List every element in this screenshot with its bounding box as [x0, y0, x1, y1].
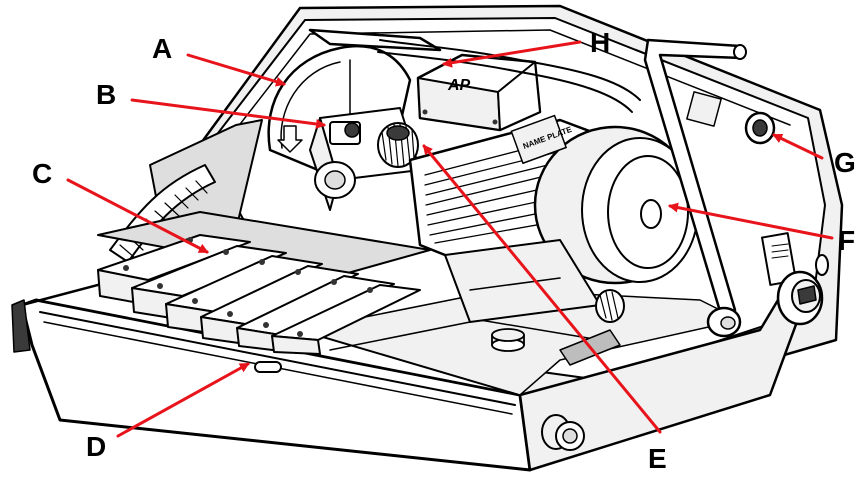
label-A: A — [152, 33, 172, 64]
motor: AP NAME PLATE — [408, 53, 699, 323]
right-panel — [686, 91, 829, 326]
callout-labels: A B C D E F G H — [32, 27, 856, 474]
fan-grille — [607, 155, 689, 269]
front-button[interactable] — [541, 414, 585, 451]
arrow-B — [130, 98, 326, 129]
name-plate: NAME PLATE — [510, 114, 574, 164]
terminal-box: AP — [416, 53, 542, 132]
label-H: H — [590, 27, 610, 58]
label-B: B — [96, 79, 116, 110]
arrow-E — [422, 144, 662, 434]
floor-post — [491, 328, 525, 352]
clamp-blocks — [97, 211, 431, 355]
label-G: G — [834, 147, 856, 178]
label-E: E — [648, 443, 667, 474]
label-C: C — [32, 158, 52, 189]
arrow-H — [442, 40, 582, 68]
arrow-A — [186, 53, 286, 87]
arrow-D — [116, 362, 250, 438]
label-D: D — [86, 431, 106, 462]
side-port — [744, 111, 776, 145]
coupling — [595, 289, 625, 323]
rotary-switch[interactable] — [761, 232, 824, 326]
motor-logo: AP — [447, 77, 471, 94]
lock-knob[interactable] — [329, 121, 361, 145]
arrow-C — [66, 178, 209, 254]
arrow-F — [668, 202, 834, 240]
label-F: F — [838, 225, 855, 256]
top-handle-rail — [308, 28, 641, 113]
arrow-G — [772, 133, 824, 160]
adjusting-knob[interactable] — [377, 122, 419, 168]
callout-arrows — [66, 40, 834, 438]
lever-handle[interactable] — [643, 38, 747, 338]
front-slot — [254, 361, 282, 373]
spindle-housing — [309, 107, 421, 211]
